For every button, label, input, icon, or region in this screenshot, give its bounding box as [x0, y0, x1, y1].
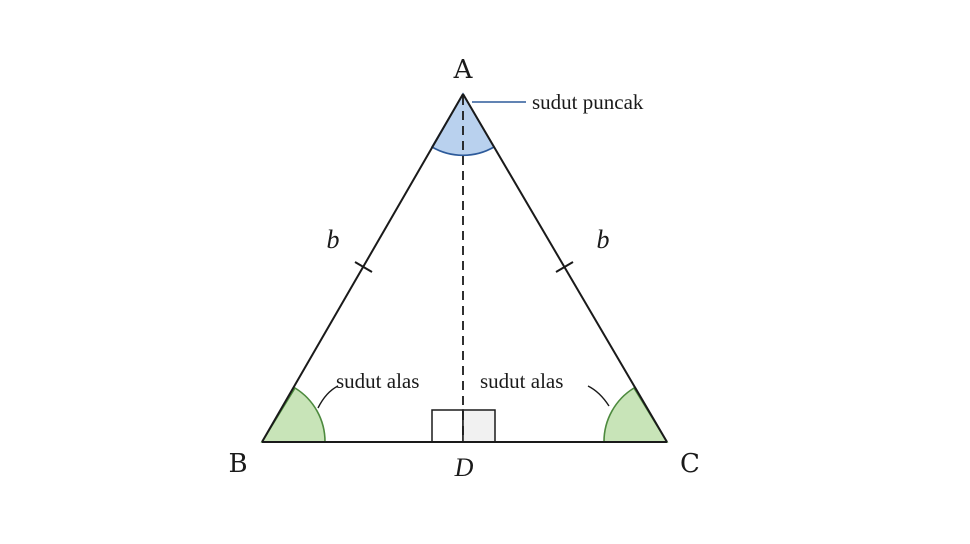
leader-right-base-angle [587, 385, 610, 407]
right-angle-marker [431, 409, 464, 443]
left-base-angle-label: sudut alas [336, 369, 419, 393]
tick-mark-left [354, 261, 373, 273]
right-angle-marker-shade [462, 409, 496, 443]
tick-mark-right [555, 261, 574, 273]
side-label-right: b [597, 225, 610, 254]
vertex-label-d: D [454, 453, 474, 482]
vertex-label-b: B [228, 449, 247, 479]
apex-angle-sector [430, 92, 496, 157]
leader-left-base-angle [317, 385, 339, 409]
side-label-left: b [327, 225, 340, 254]
right-base-angle-label: sudut alas [480, 369, 563, 393]
vertex-label-a: A [453, 55, 474, 85]
right-base-angle-sector [603, 386, 669, 443]
left-base-angle-sector [260, 386, 326, 443]
apex-angle-label: sudut puncak [532, 90, 644, 114]
side-ac [462, 93, 668, 443]
vertex-label-c: C [680, 449, 700, 479]
side-ab [261, 93, 464, 443]
